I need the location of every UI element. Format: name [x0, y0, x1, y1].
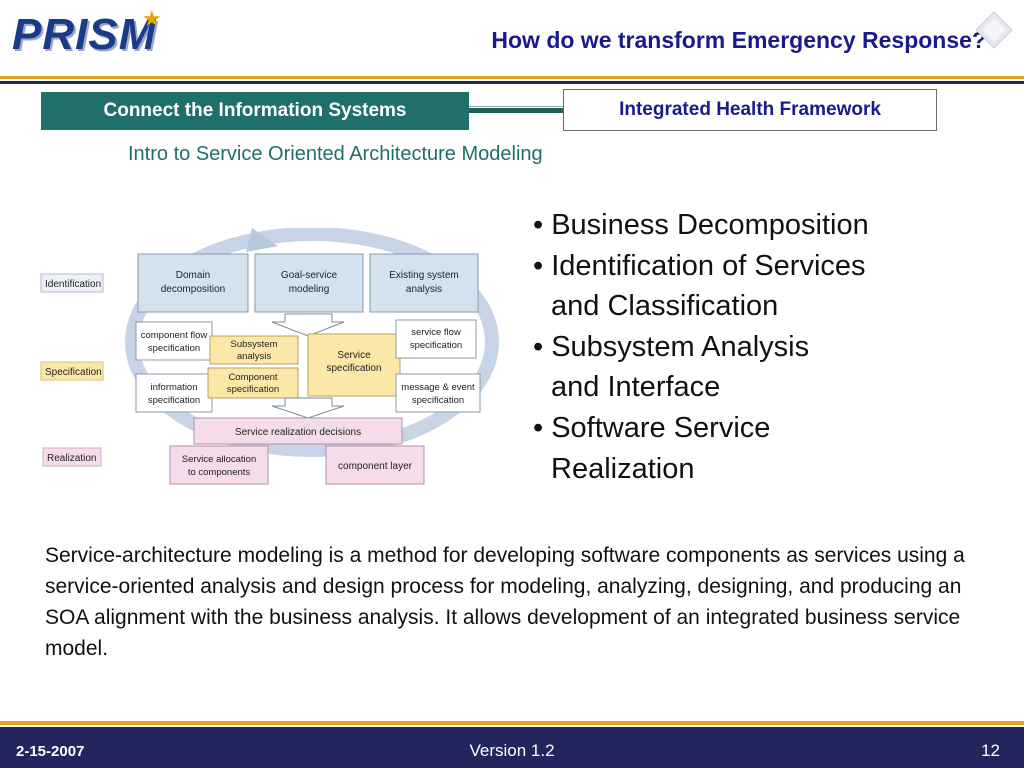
svg-text:Goal-service: Goal-service — [281, 270, 338, 281]
box-component-flow-specification: component flow specification — [135, 321, 213, 361]
footer-page-number: 12 — [981, 741, 1000, 760]
bullet-continuation: and Classification — [551, 290, 779, 323]
phase-label-realization: Realization — [42, 447, 102, 467]
bullet-item: • Subsystem Analysis — [533, 330, 810, 363]
box-message-event-specification: message & event specification — [395, 373, 481, 413]
header-rule-navy — [0, 81, 1024, 84]
header-rule-orange — [0, 76, 1024, 79]
phase-label-specification: Specification — [40, 361, 104, 381]
phase-label-identification: Identification — [40, 273, 104, 293]
box-service-realization-decisions: Service realization decisions — [193, 417, 403, 445]
svg-text:specification: specification — [148, 395, 200, 406]
svg-text:specification: specification — [148, 343, 200, 354]
tab-connect-information-systems[interactable]: Connect the Information Systems — [41, 92, 469, 130]
svg-text:Service realization decisions: Service realization decisions — [235, 427, 361, 438]
svg-text:message & event: message & event — [401, 382, 475, 393]
prism-logo: PRISM — [12, 10, 157, 59]
cycle-arrow-ring — [125, 228, 499, 457]
svg-text:component flow: component flow — [141, 330, 208, 341]
box-service-flow-specification: service flow specification — [395, 319, 477, 359]
box-component-layer: component layer — [325, 445, 425, 485]
svg-text:Component: Component — [228, 372, 277, 383]
svg-text:Existing system: Existing system — [389, 270, 458, 281]
box-goal-service-modeling: Goal-service modeling — [254, 253, 364, 313]
box-service-allocation: Service allocation to components — [169, 445, 269, 485]
svg-text:specification: specification — [412, 395, 464, 406]
footer-rule-orange — [0, 721, 1024, 725]
svg-text:to components: to components — [188, 467, 251, 478]
svg-text:analysis: analysis — [406, 284, 442, 295]
page-title: How do we transform Emergency Response? — [491, 27, 986, 53]
cycle-arrowhead-icon — [246, 228, 278, 252]
bullet-item: • Software Service — [533, 411, 771, 444]
box-domain-decomposition: Domain decomposition — [137, 253, 249, 313]
box-subsystem-analysis: Subsystem analysis — [209, 335, 299, 365]
svg-text:modeling: modeling — [289, 284, 330, 295]
tab-integrated-health-framework[interactable]: Integrated Health Framework — [563, 89, 937, 131]
soa-modeling-diagram: Identification Specification Realization… — [40, 228, 499, 485]
svg-text:Subsystem: Subsystem — [231, 339, 278, 350]
svg-text:specification: specification — [326, 363, 381, 374]
svg-text:Realization: Realization — [47, 453, 96, 464]
svg-text:service flow: service flow — [411, 327, 461, 338]
tab-connector-highlight — [469, 106, 563, 107]
svg-text:Identification: Identification — [45, 279, 101, 290]
footer-date: 2-15-2007 — [16, 743, 85, 760]
description-paragraph: Service-architecture modeling is a metho… — [45, 544, 965, 660]
arrow-down-icon — [271, 397, 345, 419]
svg-text:analysis: analysis — [237, 351, 272, 362]
svg-text:component layer: component layer — [338, 461, 413, 472]
footer-bar — [0, 727, 1024, 768]
star-icon: ★ — [142, 6, 162, 31]
svg-text:specification: specification — [410, 340, 462, 351]
svg-text:Specification: Specification — [45, 367, 102, 378]
svg-text:Domain: Domain — [176, 270, 210, 281]
bullet-item: • Business Decomposition — [533, 209, 869, 241]
tab-connector — [469, 108, 563, 113]
bullet-continuation: Realization — [551, 452, 695, 485]
bullet-continuation: and Interface — [551, 371, 721, 404]
box-component-specification: Component specification — [207, 367, 299, 399]
section-subtitle: Intro to Service Oriented Architecture M… — [128, 143, 543, 165]
box-existing-system-analysis: Existing system analysis — [369, 253, 479, 313]
bullet-item: • Identification of Services — [533, 249, 866, 282]
corner-decoration-icon — [975, 11, 1013, 49]
svg-text:information: information — [151, 382, 198, 393]
footer-version: Version 1.2 — [469, 741, 555, 760]
box-information-specification: information specification — [135, 373, 213, 413]
svg-text:Service allocation: Service allocation — [182, 454, 256, 465]
svg-text:decomposition: decomposition — [161, 284, 225, 295]
bullet-list: • Business Decomposition • Identificatio… — [533, 205, 1003, 489]
arrow-down-icon — [271, 313, 345, 337]
svg-text:specification: specification — [227, 384, 279, 395]
box-service-specification: Service specification — [307, 333, 401, 397]
svg-text:Service: Service — [337, 350, 371, 361]
